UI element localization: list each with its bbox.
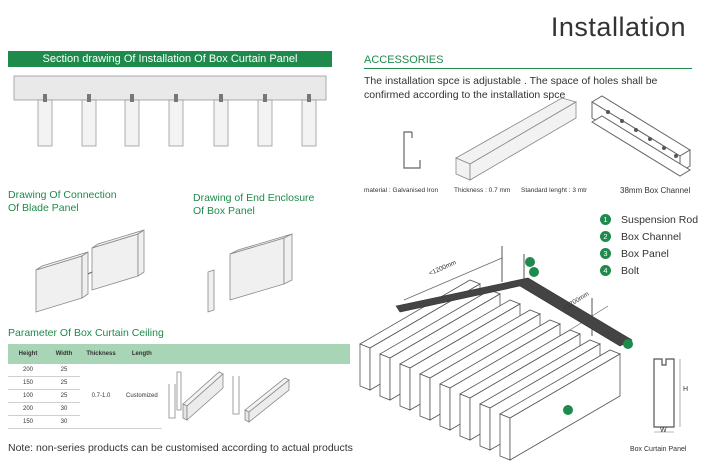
section-panel xyxy=(168,99,184,147)
callout-1 xyxy=(525,257,535,267)
footer-note: Note: non-series products can be customi… xyxy=(8,442,353,454)
table-cell: 25 xyxy=(48,389,80,403)
channel-label: 38mm Box Channel xyxy=(620,186,691,195)
table-cell: 30 xyxy=(48,415,80,429)
section-bolt xyxy=(263,94,267,102)
legend-item-suspension-rod: 1 Suspension Rod xyxy=(600,214,698,226)
legend-number: 3 xyxy=(600,248,611,259)
table-row: 100 25 xyxy=(8,389,350,403)
legend-label: Box Panel xyxy=(621,248,669,260)
table-header-image xyxy=(161,344,350,364)
connection-heading-line1: Drawing Of Connection xyxy=(8,189,117,201)
accessories-description: The installation spce is adjustable . Th… xyxy=(364,75,658,101)
table-header-thickness: Thickness xyxy=(80,344,122,364)
section-panel xyxy=(37,99,53,147)
profile-caption: Box Curtain Panel xyxy=(630,446,687,453)
table-cell-thickness: 0.7-1.0 xyxy=(80,364,122,429)
legend-item-box-channel: 2 Box Channel xyxy=(600,231,681,243)
table-header-height: Height xyxy=(8,344,48,364)
legend-number: 2 xyxy=(600,231,611,242)
table-row: 200 30 xyxy=(8,402,350,416)
ceiling-slab xyxy=(13,75,327,101)
assembly-drawing xyxy=(359,246,633,461)
page-title: Installation xyxy=(550,12,686,42)
section-panel xyxy=(213,99,229,147)
table-cell: 200 xyxy=(8,402,48,416)
legend-label: Suspension Rod xyxy=(621,214,699,226)
dimension-w-label: W xyxy=(660,427,667,434)
callout-4 xyxy=(623,339,633,349)
callout-3 xyxy=(563,405,573,415)
section-panel xyxy=(124,99,140,147)
legend-label: Box Channel xyxy=(621,231,682,243)
section-bolt xyxy=(130,94,134,102)
accessories-heading: ACCESSORIES xyxy=(364,54,444,66)
table-cell-length: Customized xyxy=(122,364,162,429)
length-label: Standard lenght : 3 mtr xyxy=(521,187,588,194)
table-cell: 150 xyxy=(8,415,48,429)
channel-hole xyxy=(620,119,624,123)
channel-hole xyxy=(634,128,638,132)
section-bolt xyxy=(307,94,311,102)
section-bolt xyxy=(174,94,178,102)
legend-number: 1 xyxy=(600,214,611,225)
table-cell: 30 xyxy=(48,402,80,416)
channel-3d-drawing xyxy=(455,97,578,181)
thickness-label: Thickness : 0.7 mm xyxy=(454,187,511,194)
table-header-length: Length xyxy=(122,344,162,364)
section-panel xyxy=(257,99,273,147)
parameter-heading: Parameter Of Box Curtain Ceiling xyxy=(8,327,164,339)
table-cell: 100 xyxy=(8,389,48,403)
dimension-h-label: H xyxy=(683,386,689,393)
callout-2 xyxy=(529,267,539,277)
table-cell-image xyxy=(162,364,350,429)
section-drawing xyxy=(13,75,327,147)
channel-hole xyxy=(648,137,652,141)
table-cell: 150 xyxy=(8,376,48,390)
parameter-table: Height Width Thickness Length 200 25 0.7… xyxy=(8,344,350,429)
enclosure-heading: Drawing of End Enclosure Of Box Panel xyxy=(193,192,314,218)
table-row: 150 25 xyxy=(8,376,350,390)
section-title-bar: Section drawing Of Installation Of Box C… xyxy=(8,51,332,67)
table-cell: 25 xyxy=(48,364,80,377)
blade-connection-drawing xyxy=(35,229,145,313)
section-panel xyxy=(301,99,317,147)
table-cell: 25 xyxy=(48,376,80,390)
legend-label: Bolt xyxy=(621,265,640,277)
channel-profile-drawing xyxy=(403,131,421,169)
panel-profile-sketches xyxy=(168,371,290,424)
box-curtain-panel-profile xyxy=(653,358,681,433)
connection-heading: Drawing Of Connection Of Blade Panel xyxy=(8,189,117,215)
box-channel-drawing xyxy=(591,95,691,177)
legend-number: 4 xyxy=(600,265,611,276)
enclosure-heading-line1: Drawing of End Enclosure xyxy=(193,192,315,204)
end-enclosure-drawing xyxy=(207,233,293,313)
section-panel xyxy=(81,99,97,147)
section-bolt xyxy=(87,94,91,102)
enclosure-heading-line2: Of Box Panel xyxy=(193,205,255,217)
channel-hole xyxy=(674,154,678,158)
table-cell: 200 xyxy=(8,364,48,377)
box-channel-bar xyxy=(395,277,633,347)
table-row: 200 25 0.7-1.0 Customized xyxy=(8,364,350,429)
channel-hole xyxy=(662,146,666,150)
accessories-divider xyxy=(364,68,692,69)
connection-heading-line2: Of Blade Panel xyxy=(8,202,79,214)
channel-hole xyxy=(606,110,610,114)
legend-item-box-panel: 3 Box Panel xyxy=(600,248,669,260)
table-header-width: Width xyxy=(48,344,80,364)
table-row: 150 30 xyxy=(8,415,350,429)
section-bolt xyxy=(43,94,47,102)
section-bolt xyxy=(219,94,223,102)
material-label: material : Galvanised Iron xyxy=(364,187,439,194)
legend-item-bolt: 4 Bolt xyxy=(600,265,639,277)
dimension-line xyxy=(403,257,503,301)
